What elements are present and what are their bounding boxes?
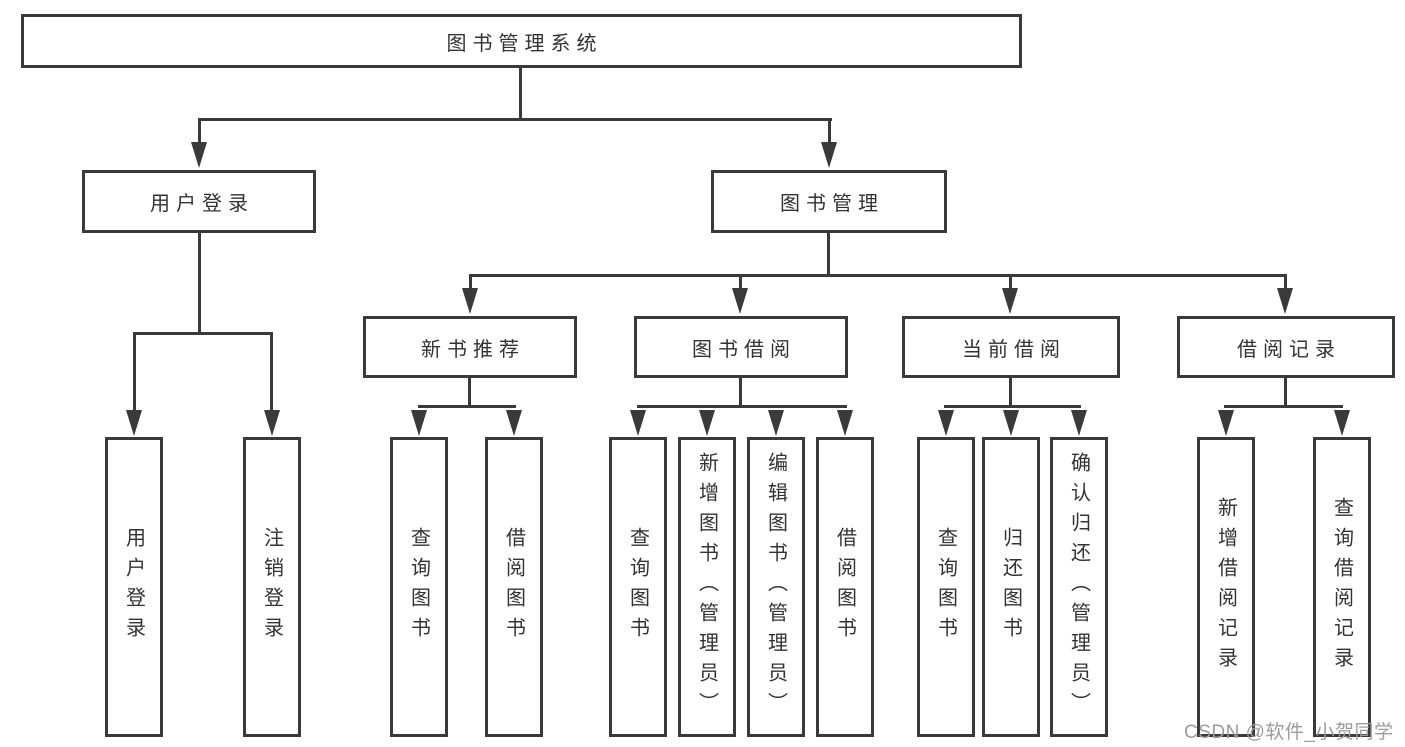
connector-login-drop-right [270,332,273,413]
arrow-down-icon [821,142,837,168]
leaf-add-borrow-record: 新增借阅记录 [1197,437,1255,737]
connector-current-hsplit [944,405,1081,408]
leaf-edit-book-admin: 编辑图书（管理员） [747,437,805,737]
arrow-down-icon [191,142,207,168]
arrow-down-icon [732,288,748,314]
arrow-down-icon [411,410,427,436]
connector-recommend-hsplit [418,405,516,408]
node-book-borrow: 图书借阅 [634,316,848,378]
leaf-query-borrow-record: 查询借阅记录 [1313,437,1371,737]
connector-manage-drop-3 [1009,274,1012,291]
arrow-down-icon [264,410,280,436]
connector-records-stem [1284,378,1287,407]
connector-records-hsplit [1224,405,1343,408]
leaf-query-book-3: 查询图书 [917,437,975,737]
leaf-confirm-return-admin: 确认归还（管理员） [1050,437,1108,737]
leaf-borrow-book-1: 借阅图书 [485,437,543,737]
arrow-down-icon [1334,410,1350,436]
arrow-down-icon [699,410,715,436]
arrow-down-icon [506,410,522,436]
watermark-text: CSDN @软件_小贺同学 [1184,722,1394,743]
connector-manage-stem [827,233,830,276]
connector-borrow-hsplit [637,405,847,408]
node-new-book-recommend: 新书推荐 [363,316,577,378]
connector-root-stem [519,68,522,120]
node-user-login: 用户登录 [82,170,316,233]
arrow-down-icon [1071,410,1087,436]
leaf-logout: 注销登录 [243,437,301,737]
arrow-down-icon [462,288,478,314]
leaf-borrow-book-2: 借阅图书 [816,437,874,737]
connector-login-stem [198,233,201,334]
connector-login-hsplit [133,332,273,335]
node-book-manage: 图书管理 [711,170,947,233]
connector-manage-drop-2 [739,274,742,291]
connector-manage-drop-4 [1284,274,1287,291]
arrow-down-icon [1218,410,1234,436]
connector-recommend-stem [468,378,471,407]
node-root: 图书管理系统 [21,14,1022,68]
connector-manage-drop-1 [469,274,472,291]
arrow-down-icon [126,410,142,436]
leaf-add-book-admin: 新增图书（管理员） [678,437,736,737]
connector-root-hsplit [198,118,832,121]
connector-current-stem [1009,378,1012,407]
node-current-borrow: 当前借阅 [902,316,1120,378]
leaf-user-login: 用户登录 [105,437,163,737]
arrow-down-icon [938,410,954,436]
leaf-query-book-2: 查询图书 [609,437,667,737]
arrow-down-icon [1277,288,1293,314]
arrow-down-icon [1002,288,1018,314]
connector-root-drop-right [828,118,831,145]
leaf-return-book: 归还图书 [982,437,1040,737]
arrow-down-icon [837,410,853,436]
connector-root-drop-left [198,118,201,145]
node-borrow-records: 借阅记录 [1177,316,1395,378]
arrow-down-icon [1003,410,1019,436]
leaf-query-book-1: 查询图书 [390,437,448,737]
arrow-down-icon [768,410,784,436]
connector-borrow-stem [739,378,742,407]
connector-manage-hsplit [469,274,1287,277]
arrow-down-icon [630,410,646,436]
connector-login-drop-left [133,332,136,413]
